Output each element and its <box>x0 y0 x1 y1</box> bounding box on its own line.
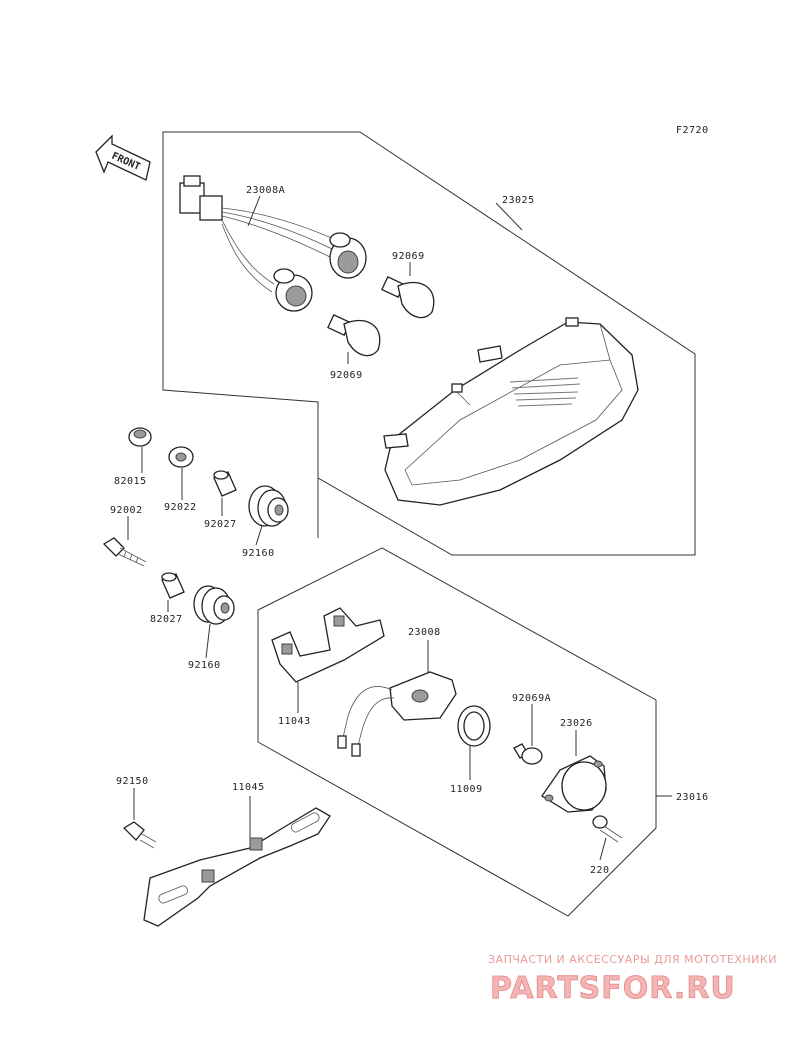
part-labels: 23008A 23025 92069 92069 82015 92022 920… <box>110 185 709 876</box>
label-23025: 23025 <box>502 195 535 206</box>
washer-92022 <box>168 446 194 468</box>
bracket-11043 <box>271 607 385 683</box>
label-220: 220 <box>590 865 610 876</box>
gasket-11009 <box>457 705 491 747</box>
label-23008: 23008 <box>408 627 441 638</box>
tail-lamp-housing <box>383 317 639 506</box>
grommet-92160-upper <box>248 485 289 527</box>
label-92150: 92150 <box>116 776 149 787</box>
bulb-92069-lower <box>327 313 381 357</box>
lens-23026 <box>541 755 607 813</box>
label-11043: 11043 <box>278 716 311 727</box>
label-82027: 82027 <box>150 614 183 625</box>
label-92160-upper: 92160 <box>242 548 275 559</box>
label-11009: 11009 <box>450 784 483 795</box>
label-92160-lower: 92160 <box>188 660 221 671</box>
collar-92027-upper <box>213 470 237 497</box>
label-23026: 23026 <box>560 718 593 729</box>
watermark-brand: PARTSFOR.RU <box>490 971 736 1006</box>
bolt-92150 <box>122 821 157 849</box>
label-82015: 82015 <box>114 476 147 487</box>
nut-82015 <box>128 427 152 447</box>
label-92022: 92022 <box>164 502 197 513</box>
wire-harness-23008A <box>179 175 367 312</box>
label-23008A: 23008A <box>246 185 285 196</box>
grommet-92160-lower <box>193 585 235 625</box>
label-92069-lower: 92069 <box>330 370 363 381</box>
label-92002: 92002 <box>110 505 143 516</box>
watermark-caption: ЗАПЧАСТИ И АКСЕССУАРЫ ДЛЯ МОТОТЕХНИКИ <box>488 953 777 966</box>
label-23016: 23016 <box>676 792 709 803</box>
label-92027: 92027 <box>204 519 237 530</box>
assembly-outline-23016 <box>257 547 657 917</box>
screw-220 <box>592 815 623 843</box>
watermark: ЗАПЧАСТИ И АКСЕССУАРЫ ДЛЯ МОТОТЕХНИКИ PA… <box>488 953 777 1006</box>
bulb-92069A <box>513 743 543 765</box>
label-11045: 11045 <box>232 782 265 793</box>
license-lamp-23008 <box>337 671 457 757</box>
bulb-92069-upper <box>381 275 435 319</box>
figure-code: F2720 <box>676 125 709 136</box>
bolt-92002 <box>102 537 147 567</box>
label-92069A: 92069A <box>512 693 551 704</box>
leader-lines <box>127 195 672 861</box>
collar-82027 <box>161 572 185 599</box>
label-92069-upper: 92069 <box>392 251 425 262</box>
bracket-11045 <box>143 807 331 927</box>
front-arrow-icon: FRONT <box>95 134 151 181</box>
assembly-outline-23025 <box>162 131 696 556</box>
